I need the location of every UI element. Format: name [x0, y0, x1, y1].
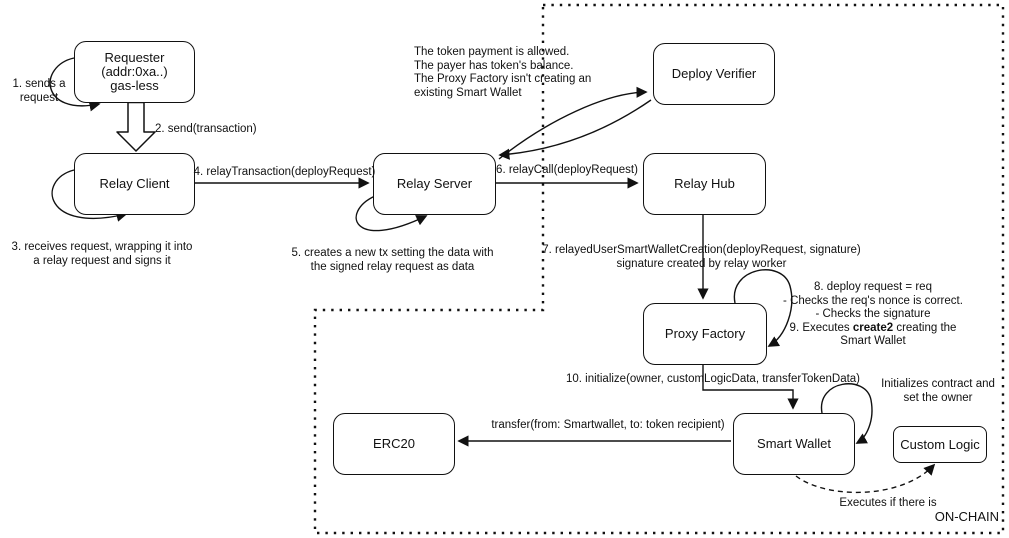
node-relay-client: Relay Client — [74, 153, 195, 215]
label-step-8-9-pre: 8. deploy request = req - Checks the req… — [783, 281, 963, 334]
node-erc20: ERC20 — [333, 413, 455, 475]
loop-relay-server-creates-tx — [355, 195, 428, 232]
node-deploy-verifier: Deploy Verifier — [653, 43, 775, 105]
label-step-8-9-bold: create2 — [852, 321, 894, 334]
label-executes: Executes if there is — [839, 497, 937, 509]
label-transfer: transfer(from: Smartwallet, to: token re… — [491, 419, 725, 431]
label-verifier-note: The token payment is allowed. The payer … — [414, 46, 592, 99]
node-requester: Requester (addr:0xa..) gas-less — [74, 41, 195, 103]
label-on-chain: ON-CHAIN — [934, 509, 999, 524]
loop-requester-sends — [49, 57, 101, 112]
label-step-2: 2. send(transaction) — [155, 123, 257, 135]
node-smart-wallet: Smart Wallet — [733, 413, 855, 475]
label-step-4: 4. relayTransaction(deployRequest) — [193, 166, 376, 178]
arrow-verify-request — [498, 86, 648, 160]
label-step-1: 1. sends a request — [12, 78, 66, 104]
label-step-3: 3. receives request, wrapping it into a … — [11, 241, 193, 267]
label-step-7: 7. relayedUserSmartWalletCreation(deploy… — [542, 244, 861, 270]
node-proxy-factory: Proxy Factory — [643, 303, 767, 365]
loop-smart-wallet-initializes — [820, 383, 873, 444]
onchain-boundary — [313, 3, 1005, 535]
label-step-8-9: 8. deploy request = req - Checks the req… — [772, 281, 974, 349]
node-relay-hub: Relay Hub — [643, 153, 766, 215]
label-step-5: 5. creates a new tx setting the data wit… — [291, 247, 494, 273]
arrow-verify-response — [498, 99, 652, 160]
arrow-initialize — [702, 364, 799, 410]
loop-relay-client-wraps — [51, 169, 128, 222]
label-init-note: Initializes contract and set the owner — [881, 378, 995, 404]
node-custom-logic: Custom Logic — [893, 426, 987, 463]
send-transaction-block-arrow-icon — [116, 101, 156, 152]
label-step-6: 6. relayCall(deployRequest) — [496, 164, 638, 176]
loop-proxy-factory-checks — [733, 269, 793, 347]
label-step-8-9-post: creating the Smart Wallet — [840, 321, 957, 348]
node-relay-server: Relay Server — [373, 153, 496, 215]
label-step-10: 10. initialize(owner, customLogicData, t… — [565, 373, 861, 385]
